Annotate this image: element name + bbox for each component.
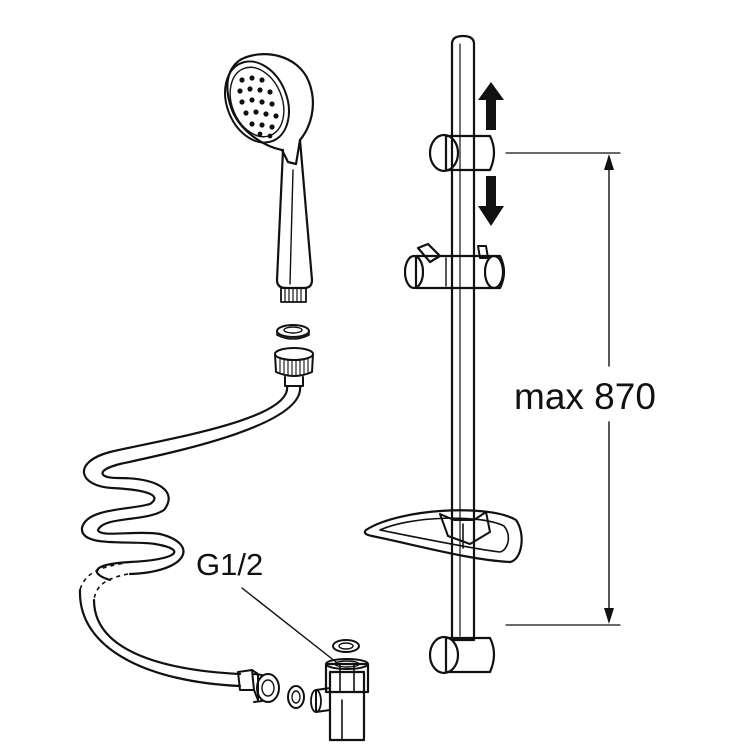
wall-valve [310, 658, 370, 742]
shower-hose [78, 384, 302, 688]
max-height-label: max 870 [514, 376, 656, 417]
bottom-wall-bracket [428, 635, 496, 675]
hose-nut [274, 347, 314, 387]
hand-shower [224, 53, 314, 303]
soap-dish [363, 509, 523, 564]
arrow-down-icon [478, 176, 504, 226]
handle-highlight [289, 169, 294, 285]
rail-pole [450, 34, 476, 642]
slide-rail [363, 34, 523, 675]
shower-handle [275, 138, 314, 290]
thread-size-label: G1/2 [196, 547, 263, 582]
slider-holder [403, 242, 506, 290]
arrow-up-icon [478, 82, 504, 130]
handle-thread [280, 287, 307, 303]
top-wall-bracket [428, 133, 496, 173]
washer-bottom [287, 685, 305, 709]
hose-bottom-nut [237, 669, 280, 703]
dimension-arrow-down-icon [604, 608, 614, 624]
height-dimension: max 870 [505, 152, 656, 626]
shower-nozzles [237, 75, 279, 139]
valve-top-washer [332, 639, 360, 653]
hose-hidden-inner [93, 573, 129, 601]
shower-head-face [224, 60, 290, 144]
thread-size-leader [241, 587, 337, 663]
washer-top [276, 324, 310, 340]
dimension-arrow-up-icon [604, 154, 614, 170]
shower-head-outer [226, 53, 314, 166]
